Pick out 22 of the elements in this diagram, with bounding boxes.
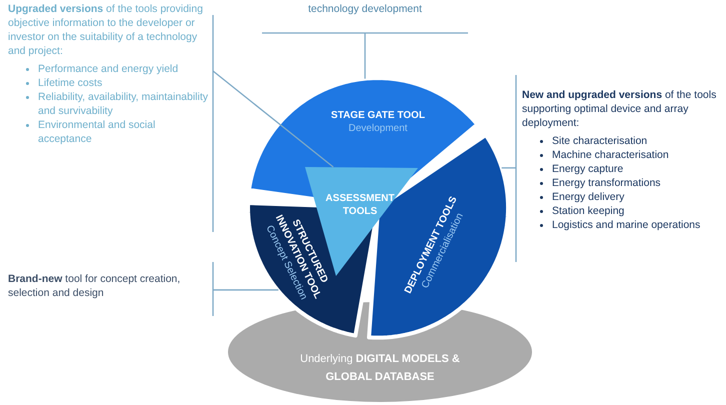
bullet-item: Machine characterisation: [552, 149, 669, 161]
bullet-item: Site characterisation: [552, 135, 648, 147]
bullet-item: Station keeping: [552, 205, 624, 217]
bullet-item: Reliability, availability, maintainability and survivability: [38, 91, 208, 117]
bullet-item: Lifetime costs: [38, 77, 102, 89]
description-text: Upgraded versions of the tools providing objective information to the developer or investor on the suitability of a technology and project:: [8, 2, 204, 58]
leader-line: [212, 70, 334, 168]
bullet-item: Logistics and marine operations: [552, 219, 700, 231]
bullet-item: Energy delivery: [552, 191, 624, 203]
segment-title: STAGE GATE TOOL: [330, 109, 426, 122]
leader-line: [364, 33, 366, 79]
description-text: New and upgraded versions of the tools supporting optimal device and array deployment:: [522, 88, 718, 130]
heading-text: technology development: [307, 2, 423, 16]
segment-title: Underlying DIGITAL MODELS & GLOBAL DATABASE: [299, 352, 461, 385]
bullet-item: Performance and energy yield: [38, 63, 178, 75]
bullet-item: Environmental and social acceptance: [38, 119, 156, 145]
description-text: Brand-new tool for concept creation, selection and design: [8, 272, 182, 300]
segment-subtitle: Development: [348, 122, 408, 135]
segment-title: ASSESSMENT TOOLS: [324, 192, 396, 218]
bullet-item: Energy capture: [552, 163, 624, 175]
bullet-item: Energy transformations: [552, 177, 661, 189]
leader-line: [502, 167, 516, 169]
